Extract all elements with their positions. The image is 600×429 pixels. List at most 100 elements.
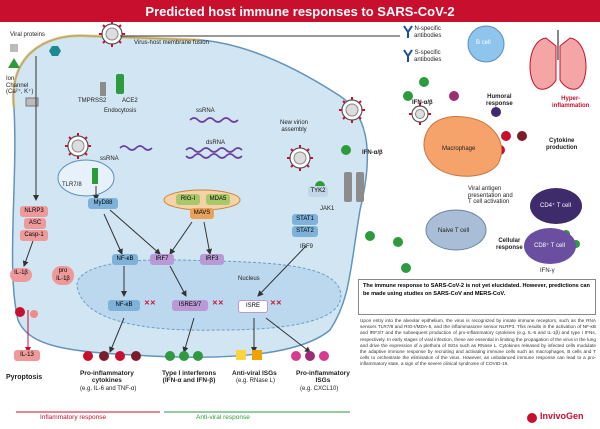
label-ace2: ACE2 [122, 98, 138, 104]
dots-antiviral-isg [236, 350, 262, 360]
box-il1b: IL-1β [10, 268, 32, 282]
n-specific-antibody-icon [403, 25, 413, 38]
label-out-pro-inf: Pro-inflammatory cytokines [80, 370, 134, 385]
dots-cytokines [83, 351, 141, 361]
box-asc: ASC [24, 218, 46, 229]
arrow-out-proisg [265, 317, 311, 353]
arrow-irf-isre37 [169, 265, 187, 297]
box-tyk2: TYK2 [308, 186, 328, 197]
label-cellular: Cellular response [496, 238, 523, 251]
ifnar-receptor-a [344, 172, 352, 202]
label-cd4: CD4⁺ T cell [540, 203, 571, 209]
label-virus-host-fusion: Virus-host membrane fusion [134, 40, 209, 46]
dots-ifn [165, 351, 203, 361]
dna-cross-3: ✕✕ [270, 300, 282, 307]
viral-protein-square [10, 44, 18, 52]
label-cytokine-production: Cytokine production [546, 138, 578, 151]
cd4-t-cell [530, 188, 582, 224]
box-nfkb-top: NF-κB [112, 254, 138, 265]
diagram-title: Predicted host immune responses to SARS-… [145, 4, 455, 19]
box-nlrp3: NLRP3 [20, 206, 48, 217]
box-isre37: ISRE3/7 [172, 300, 208, 311]
label-out-antiviral: Anti-viral ISGs [232, 370, 277, 377]
arrow-out-ifn [182, 317, 195, 353]
label-b-cell: B cell [476, 40, 491, 46]
label-pyroptosis: Pyroptosis [6, 374, 43, 381]
viral-protein-triangle [8, 58, 20, 68]
label-ion-channel: Ion Channel (Ca²⁺, K⁺) [6, 76, 34, 96]
dots-proinf-isg [291, 351, 329, 361]
box-pro-il1b: pro IL-1β [52, 266, 74, 285]
ifnar-receptor-b [356, 172, 364, 202]
label-ifn-gamma: IFN-γ [540, 268, 555, 274]
box-irf3: IRF3 [200, 254, 224, 265]
cd8-t-cell [524, 228, 576, 264]
virion-macrophage [409, 103, 431, 125]
label-nucleus: Nucleus [238, 276, 260, 282]
box-nfkb-nuc: NF-κB [108, 300, 140, 311]
logo-mark [527, 413, 537, 423]
dna-cross-1: ✕✕ [144, 300, 156, 307]
box-mavs: MAVS [190, 208, 214, 219]
note-box: The immune response to SARS-CoV-2 is not… [358, 279, 596, 315]
label-jak1: JAK1 [320, 206, 335, 212]
label-dsrna: dsRNA [206, 140, 226, 146]
arrow-out-cytokines [109, 317, 125, 353]
label-tlr78: TLR7/8 [62, 182, 82, 188]
logo: InvivoGen [540, 411, 584, 421]
label-s-specific: S-specific antibodies [414, 50, 442, 63]
dsrna-strand-b [185, 153, 243, 159]
label-inflammatory-response: Inflammatory response [40, 414, 107, 421]
nucleus [76, 259, 342, 331]
label-ssrna-left: ssRNA [100, 156, 119, 162]
naive-t-cell [425, 209, 487, 251]
macrophage-cell [423, 115, 502, 177]
arrow-myd88-irf7 [109, 209, 161, 255]
dots-pyroptosis-area [15, 307, 38, 318]
label-ifn-ab-mid: IFN-α/β [362, 150, 383, 156]
viral-protein-hexagon [49, 46, 61, 56]
label-out-type1: Type I interferons (IFN-α and IFN-β) [162, 370, 217, 385]
dsrna-strand-a [185, 147, 243, 153]
lungs-icon [529, 30, 587, 90]
box-il13: IL-13 [14, 350, 40, 361]
virion-left [65, 133, 91, 159]
label-tmprss2: TMPRSS2 [78, 98, 107, 104]
s-specific-antibody-icon [403, 49, 413, 62]
box-casp1: Casp-1 [20, 230, 48, 241]
description-paragraph: Upon entry into the alveolar epithelium,… [360, 318, 596, 367]
label-viral-antigen: Viral antigen presentation and T cell ac… [468, 186, 513, 206]
box-myd88: MyD88 [88, 198, 118, 209]
label-endocytosis: Endocytosis [104, 108, 137, 114]
box-irf7: IRF7 [150, 254, 174, 265]
arrow-mavs-irf7 [169, 221, 193, 255]
box-stat1: STAT1 [292, 214, 318, 225]
label-naive-t: Naive T cell [438, 228, 470, 234]
label-humoral: Humoral response [486, 94, 513, 107]
title-bar [0, 0, 600, 22]
label-new-virion: New virion assembly [280, 120, 309, 133]
label-ssrna-top: ssRNA [196, 108, 215, 114]
dna-cross-2: ✕✕ [212, 300, 224, 307]
label-irf9: IRF9 [300, 244, 314, 250]
arrow-stat-isre [257, 245, 307, 297]
virion-exit [339, 97, 365, 123]
box-isre: ISRE [238, 300, 268, 313]
label-out-antiviral-eg: (e.g. RNase L) [236, 378, 276, 384]
tmprss2-receptor [100, 82, 106, 96]
arrow-nlrp3-il1b [22, 237, 35, 267]
label-out-proinf-isg-eg: (e.g. CXCL10) [300, 386, 339, 392]
label-n-specific: N-specific antibodies [414, 26, 442, 39]
label-cd8: CD8⁺ T cell [534, 243, 565, 249]
box-stat2: STAT2 [292, 226, 318, 237]
label-antiviral-response: Anti-viral response [196, 414, 250, 421]
box-mda5: MDA5 [206, 194, 230, 205]
label-out-proinf-isg: Pro-inflammatory ISGs [296, 370, 350, 385]
ssrna-strand-top [189, 117, 239, 123]
ace2-receptor [116, 74, 124, 94]
box-rigi: RIG-I [176, 194, 200, 205]
tlr78-receptor [92, 168, 98, 184]
label-macrophage: Macrophage [442, 146, 476, 152]
label-viral-proteins: Viral proteins [10, 32, 45, 38]
